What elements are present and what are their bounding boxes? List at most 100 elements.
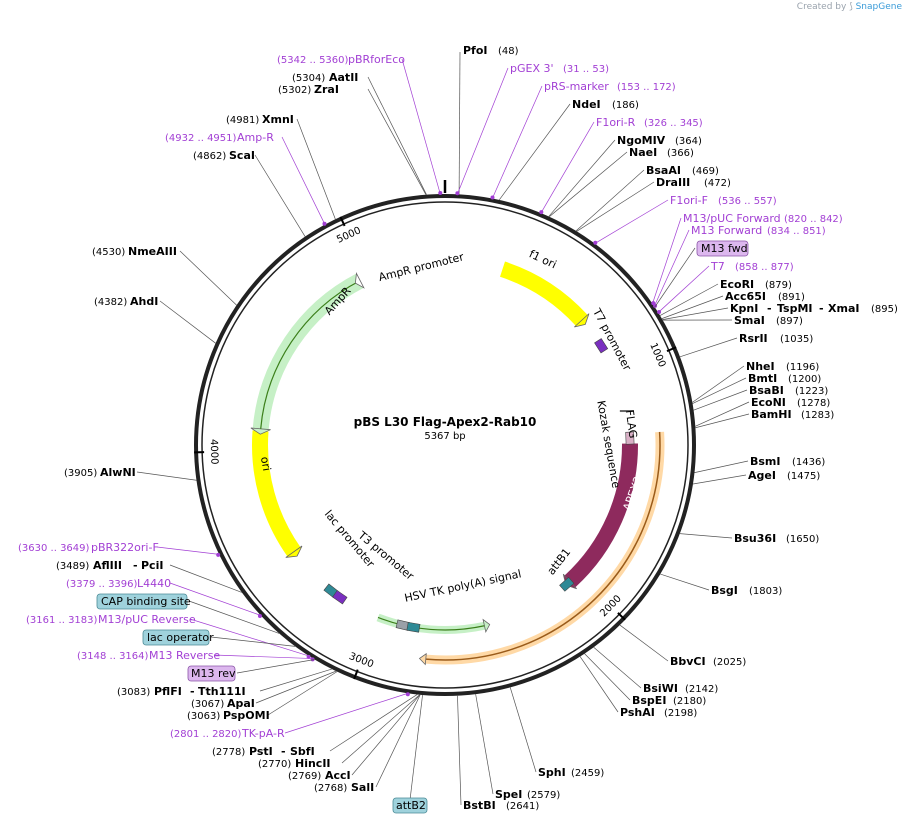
label-pfoi[interactable]: PfoI: [463, 44, 488, 57]
label-naei[interactable]: NaeI: [629, 146, 657, 159]
badge-lac-operator[interactable]: [142, 629, 210, 646]
svg-text:(3083): (3083): [117, 687, 150, 698]
svg-text:(3489): (3489): [56, 561, 89, 572]
label-bsabi[interactable]: BsaBI: [749, 384, 784, 397]
primer-m13-reverse[interactable]: M13 Reverse: [149, 649, 220, 662]
svg-text:-: -: [767, 302, 772, 315]
primer-m13-forward[interactable]: M13 Forward: [691, 224, 762, 237]
label-bmti[interactable]: BmtI: [748, 372, 777, 385]
primer-pbrforeco[interactable]: pBRforEco: [348, 53, 405, 66]
primer-site-mark: [257, 614, 262, 619]
label-pspomi[interactable]: PspOMI: [223, 709, 270, 722]
label-spei[interactable]: SpeI: [495, 788, 522, 801]
primer-pbr322ori-f[interactable]: pBR322ori-F: [91, 541, 159, 554]
feature-ori[interactable]: [252, 430, 301, 557]
primer-m13-puc-forward[interactable]: M13/pUC Forward: [683, 212, 781, 225]
label-afliii[interactable]: AflIII: [93, 559, 122, 572]
label-econi[interactable]: EcoNI: [751, 396, 786, 409]
primer-site-mark: [216, 552, 221, 557]
left-labels: (5342 .. 5360) pBRforEco (5304) AatII (5…: [18, 53, 428, 814]
feature-t3-promoter-box[interactable]: [332, 590, 348, 605]
feature-ampr[interactable]: [252, 273, 364, 430]
svg-text:(3063): (3063): [187, 711, 220, 722]
feature-f1-ori[interactable]: [499, 261, 588, 326]
label-apai[interactable]: ApaI: [227, 697, 255, 710]
label-bstbi[interactable]: BstBI: [463, 799, 496, 812]
label-bsu36i[interactable]: Bsu36I: [734, 532, 776, 545]
label-sali[interactable]: SalI: [351, 781, 374, 794]
primer-l4440[interactable]: L4440: [137, 577, 171, 590]
primer-amp-r[interactable]: Amp-R: [237, 131, 274, 144]
label-bsaai[interactable]: BsaAI: [646, 164, 681, 177]
label-acc65i[interactable]: Acc65I: [725, 290, 766, 303]
svg-text:(4981): (4981): [226, 115, 259, 126]
label-scai[interactable]: ScaI: [229, 149, 255, 162]
label-xmni[interactable]: XmnI: [262, 113, 294, 126]
feature-label-ori[interactable]: ori: [258, 456, 273, 472]
leader-line: [236, 659, 315, 674]
primer-m13-puc-reverse[interactable]: M13/pUC Reverse: [98, 613, 196, 626]
primer-f1ori-r[interactable]: F1ori-R: [596, 116, 636, 129]
label-tth111i[interactable]: Tth111I: [198, 685, 246, 698]
label-bamhi[interactable]: BamHI: [751, 408, 792, 421]
feature-apex2[interactable]: [564, 443, 638, 588]
svg-text:(3905): (3905): [64, 468, 97, 479]
label-xmai[interactable]: XmaI: [828, 302, 859, 315]
badge-m13-fwd[interactable]: [696, 240, 749, 257]
label-zrai[interactable]: ZraI: [314, 83, 339, 96]
label-ahdi[interactable]: AhdI: [130, 295, 158, 308]
badge-m13-rev[interactable]: [187, 665, 236, 682]
label-bsiwi[interactable]: BsiWI: [643, 682, 678, 695]
label-ndei[interactable]: NdeI: [572, 98, 601, 111]
feature-t7-promoter-box[interactable]: [594, 338, 609, 354]
feature-label-ampr-promoter[interactable]: AmpR promoter: [377, 250, 465, 284]
tick-label-5000: 5000: [335, 225, 363, 246]
feature-label-t7-promoter[interactable]: T7 promoter: [590, 305, 634, 373]
label-ngomiv[interactable]: NgoMIV: [617, 134, 666, 147]
label-alwni[interactable]: AlwNI: [100, 466, 136, 479]
badge-attb2[interactable]: [392, 797, 428, 814]
badge-cap-binding-site[interactable]: [96, 593, 188, 610]
label-aatii[interactable]: AatII: [329, 71, 358, 84]
svg-text:(536 .. 557): (536 .. 557): [718, 196, 777, 207]
label-pshai[interactable]: PshAI: [620, 706, 655, 719]
feature-flag-box[interactable]: [625, 431, 635, 445]
label-pflfi[interactable]: PflFI: [154, 685, 182, 698]
feature-label-f1-ori[interactable]: f1 ori: [527, 247, 558, 271]
svg-text:(2770): (2770): [258, 759, 291, 770]
primer-prs-marker[interactable]: pRS-marker: [544, 80, 609, 93]
label-hincii[interactable]: HincII: [295, 757, 331, 770]
label-psti[interactable]: PstI: [249, 745, 273, 758]
label-rsrii[interactable]: RsrII: [739, 332, 768, 345]
feature-label-kozak[interactable]: Kozak sequence: [594, 399, 622, 489]
svg-text:(895): (895): [871, 304, 898, 315]
svg-text:(879): (879): [765, 280, 792, 291]
primer-f1ori-f[interactable]: F1ori-F: [670, 194, 708, 207]
label-tspmi[interactable]: TspMI: [777, 302, 813, 315]
label-kpni[interactable]: KpnI: [730, 302, 758, 315]
leader-line: [692, 365, 745, 403]
label-sbfi[interactable]: SbfI: [290, 745, 315, 758]
label-sphi[interactable]: SphI: [538, 766, 566, 779]
feature-attb2-box[interactable]: [406, 621, 421, 633]
label-smai[interactable]: SmaI: [734, 314, 765, 327]
label-acci[interactable]: AccI: [325, 769, 351, 782]
label-draiii[interactable]: DraIII: [656, 176, 690, 189]
feature-label-flag[interactable]: FLAG: [623, 409, 640, 439]
label-bbvci[interactable]: BbvCI: [670, 655, 706, 668]
svg-text:(3630 .. 3649): (3630 .. 3649): [18, 543, 90, 554]
svg-text:(891): (891): [778, 292, 805, 303]
label-ecori[interactable]: EcoRI: [720, 278, 754, 291]
label-bspei[interactable]: BspEI: [632, 694, 666, 707]
label-bsmi[interactable]: BsmI: [750, 455, 781, 468]
label-pcii[interactable]: PciI: [141, 559, 163, 572]
feature-label-hsv-tk[interactable]: HSV TK poly(A) signal: [403, 567, 522, 604]
label-nhei[interactable]: NheI: [746, 360, 775, 373]
label-bsgi[interactable]: BsgI: [711, 584, 738, 597]
label-agei[interactable]: AgeI: [748, 469, 776, 482]
label-nmeaiii[interactable]: NmeAIII: [128, 245, 177, 258]
primer-pgex3[interactable]: pGEX 3': [510, 62, 554, 75]
primer-tk-pa-r[interactable]: TK-pA-R: [241, 727, 285, 740]
primer-t7[interactable]: T7: [710, 260, 725, 273]
feature-attb1-box[interactable]: [559, 576, 575, 592]
